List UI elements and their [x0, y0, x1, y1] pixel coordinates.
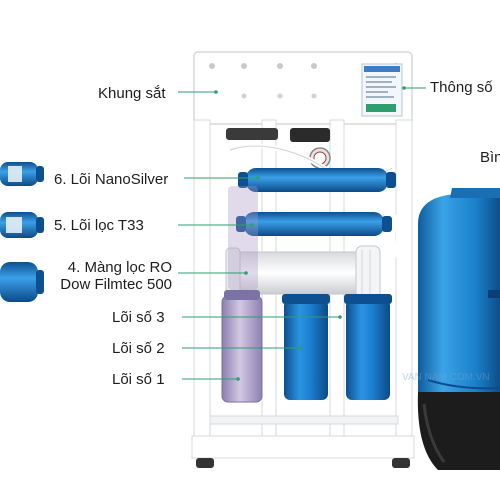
cartridge-ro-membrane	[0, 262, 44, 302]
label-ro-line1: 4. Màng lọc RO	[67, 259, 172, 276]
label-frame: Khung sắt	[98, 85, 166, 102]
watermark: VAN NAM.COM.VN	[402, 372, 490, 383]
pressure-tank	[417, 188, 500, 470]
filter-assembly	[212, 128, 400, 403]
label-t33: 5. Lõi lọc T33	[54, 217, 144, 234]
label-ro-membrane: 4. Màng lọc RO Dow Filmtec 500	[60, 259, 172, 293]
label-core3: Lõi số 3	[112, 309, 165, 326]
label-tank: Bìn	[480, 149, 500, 166]
cartridge-nanosilver	[0, 162, 44, 186]
steel-frame	[191, 51, 415, 468]
spec-sticker-icon	[361, 63, 403, 117]
label-core1: Lõi số 1	[112, 371, 165, 388]
cartridge-t33	[0, 212, 44, 238]
label-core2: Lõi số 2	[112, 340, 165, 357]
label-ro-line2: Dow Filmtec 500	[60, 276, 172, 293]
label-nanosilver: 6. Lõi NanoSilver	[54, 171, 169, 188]
leader-lines	[178, 87, 426, 380]
label-spec: Thông số	[430, 79, 493, 96]
